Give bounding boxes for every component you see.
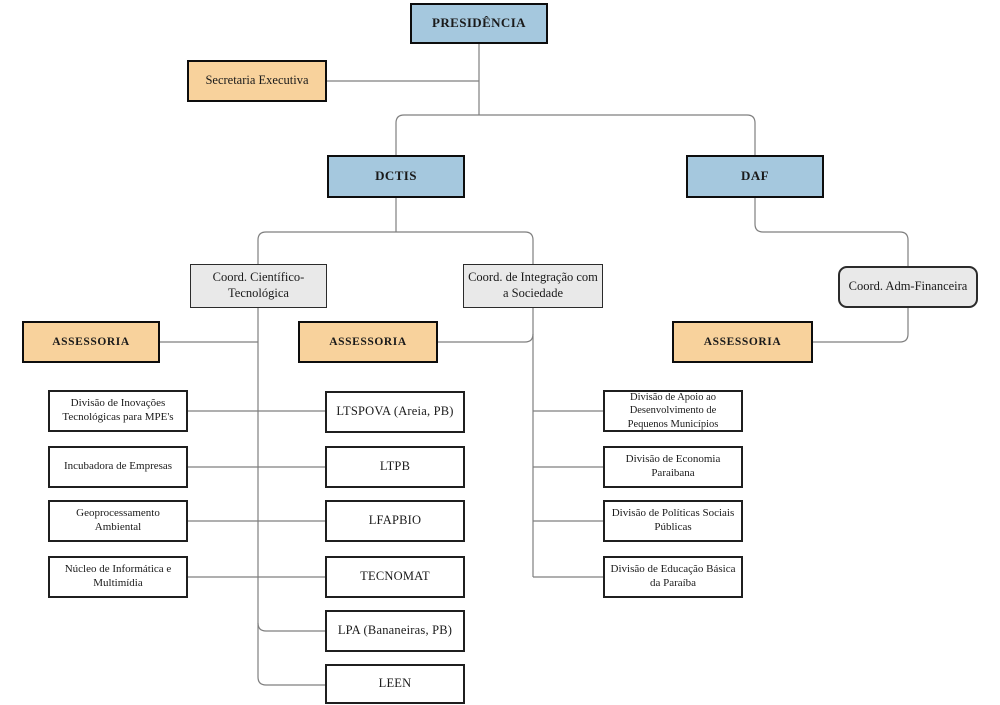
node-divisao-politicas-sociais: Divisão de Políticas Sociais Públicas	[603, 500, 743, 542]
node-incubadora-empresas: Incubadora de Empresas	[48, 446, 188, 488]
node-daf: DAF	[686, 155, 824, 198]
node-lab-lfapbio: LFAPBIO	[325, 500, 465, 542]
node-dctis: DCTIS	[327, 155, 465, 198]
node-lab-ltpb: LTPB	[325, 446, 465, 488]
node-assessoria-1: ASSESSORIA	[22, 321, 160, 363]
node-lab-lpa: LPA (Bananeiras, PB)	[325, 610, 465, 652]
node-divisao-educacao-basica: Divisão de Educação Básica da Paraíba	[603, 556, 743, 598]
node-lab-leen: LEEN	[325, 664, 465, 704]
node-divisao-inovacoes-mpes: Divisão de Inovações Tecnológicas para M…	[48, 390, 188, 432]
node-lab-ltspova: LTSPOVA (Areia, PB)	[325, 391, 465, 433]
node-divisao-apoio-municipios: Divisão de Apoio ao Desenvolvimento de P…	[603, 390, 743, 432]
node-assessoria-2: ASSESSORIA	[298, 321, 438, 363]
node-coord-integracao-sociedade: Coord. de Integração com a Sociedade	[463, 264, 603, 308]
node-secretaria-executiva: Secretaria Executiva	[187, 60, 327, 102]
node-coord-adm-financeira: Coord. Adm-Financeira	[838, 266, 978, 308]
node-divisao-economia-paraibana: Divisão de Economia Paraibana	[603, 446, 743, 488]
node-assessoria-3: ASSESSORIA	[672, 321, 813, 363]
node-nucleo-informatica-multimidia: Núcleo de Informática e Multimídia	[48, 556, 188, 598]
node-lab-tecnomat: TECNOMAT	[325, 556, 465, 598]
node-coord-cientifico-tecnologica: Coord. Científico-Tecnológica	[190, 264, 327, 308]
node-presidencia: PRESIDÊNCIA	[410, 3, 548, 44]
node-geoprocessamento-ambiental: Geoprocessamento Ambiental	[48, 500, 188, 542]
